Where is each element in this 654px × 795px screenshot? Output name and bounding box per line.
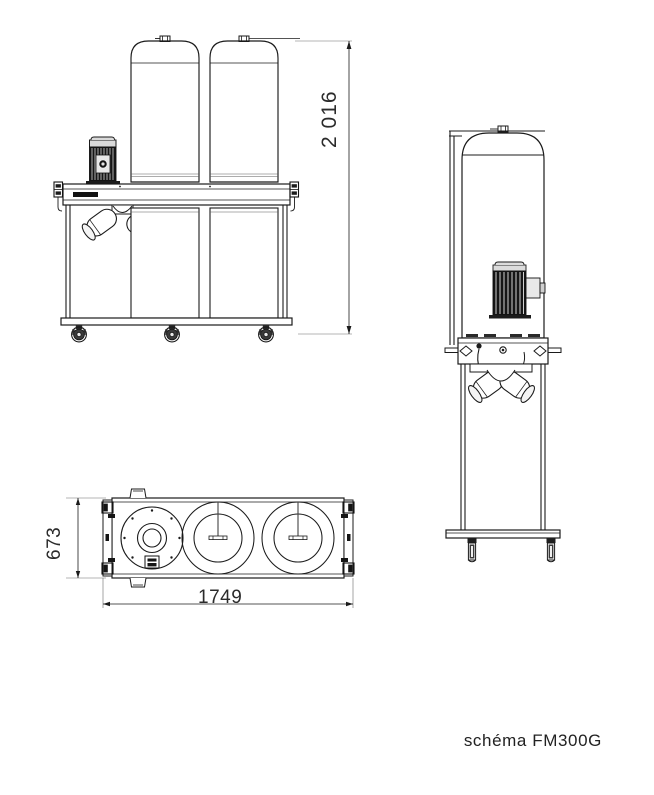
end-rail-right (341, 499, 355, 577)
dimension-depth-label: 673 (44, 526, 65, 560)
hanger-rail-side (449, 130, 545, 345)
filter-plan-left (181, 501, 255, 575)
filter-plan-right (261, 501, 335, 575)
collection-bag-right (209, 207, 279, 319)
end-rail-left (101, 499, 115, 577)
top-plan-view (101, 488, 355, 588)
duct-stub-top (129, 488, 147, 499)
frame-side (445, 364, 561, 539)
motor-side (489, 261, 546, 319)
filter-cartridge-left (130, 35, 200, 183)
plenum-housing-side (444, 334, 562, 371)
caster-group-side (467, 537, 556, 563)
filter-cartridge-right (209, 35, 300, 183)
collection-bag-left (130, 207, 200, 319)
caster-group-front (71, 324, 274, 343)
plenum-housing-front (62, 183, 291, 206)
dimension-height-label: 2 016 (318, 90, 341, 148)
dimension-height (295, 40, 352, 335)
duct-stub-bottom (129, 577, 147, 588)
front-elevation-view (53, 35, 300, 343)
blower-housing-plan (120, 506, 184, 570)
side-elevation-view (444, 125, 562, 563)
drawing-caption: schéma FM300G (463, 731, 602, 750)
inlet-manifold-side (468, 363, 535, 403)
frame-front (60, 205, 293, 326)
motor-front (86, 136, 120, 184)
dimension-depth (66, 497, 106, 579)
dimension-length (102, 578, 354, 608)
mount-bracket-right (289, 181, 300, 212)
dimension-length-label: 1749 (198, 587, 243, 608)
mount-bracket-left (53, 181, 64, 212)
